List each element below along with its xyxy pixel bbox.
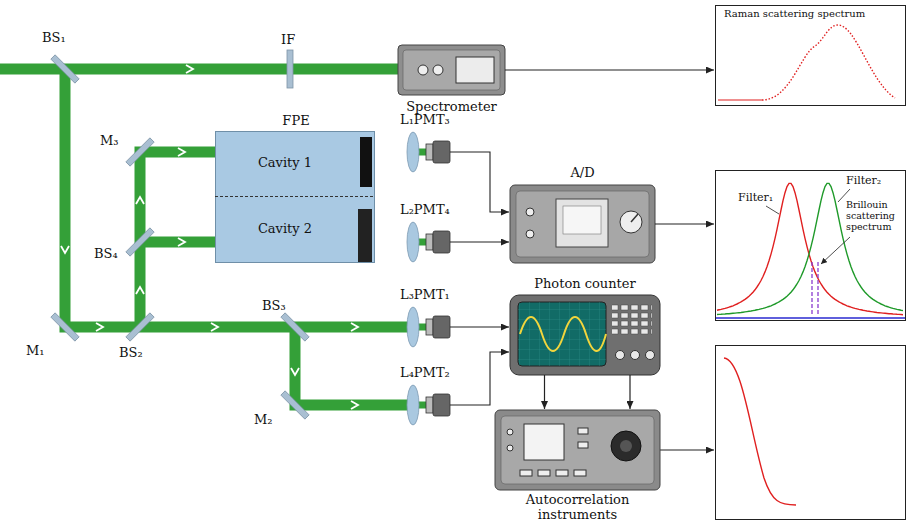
- cavity-label: Cavity 1: [215, 155, 355, 171]
- connector-line: [505, 69, 714, 70]
- spectrometer-device: Spectrometer: [398, 45, 505, 95]
- optic-label: BS₄: [94, 246, 118, 262]
- detector-label: L₂PMT₄: [400, 202, 450, 218]
- detector-label: L₃PMT₁: [400, 287, 450, 303]
- cavity-region: Cavity 2: [215, 197, 373, 263]
- device-label: Photon counter: [500, 276, 670, 292]
- optic-label: M₃: [100, 133, 119, 149]
- optic-label: M₁: [26, 343, 45, 359]
- filter-curve: [717, 183, 903, 314]
- ad-converter: A/D: [510, 185, 655, 263]
- connector-line: [655, 223, 714, 224]
- connector-line: [629, 375, 630, 409]
- signal-arrow: [545, 375, 631, 409]
- filter-curve: [717, 183, 903, 314]
- curve-label: Brillouin scattering spectrum: [846, 199, 904, 232]
- fpe-housing: FPECavity 1Cavity 2: [215, 131, 375, 263]
- plot-title: Raman scattering spectrum: [724, 8, 899, 20]
- connector-line: [544, 375, 545, 409]
- cavity-label: Cavity 2: [215, 221, 355, 237]
- optic-label: BS₂: [119, 345, 143, 361]
- detector-label: L₄PMT₂: [400, 365, 450, 381]
- spectrum-plot: Raman scattering spectrum: [715, 5, 906, 106]
- device-label: Autocorrelation instruments: [485, 492, 670, 522]
- optic-label: IF: [281, 32, 295, 48]
- autocorrelation-device: Autocorrelation instruments: [495, 410, 660, 490]
- signal-arrow: [655, 224, 714, 225]
- optic-label: BS₁: [42, 30, 66, 46]
- device-label: FPE: [216, 113, 376, 129]
- device-label: A/D: [510, 165, 655, 181]
- photon-counter: Photon counter: [510, 295, 660, 375]
- curve-label: Filter₂: [846, 174, 901, 187]
- cavity-region: Cavity 1: [215, 131, 373, 197]
- signal-arrow: [505, 70, 714, 71]
- optic-label: BS₃: [262, 298, 286, 314]
- spectrum-plot: Filter₁ Filter₂ Brillouin scattering spect…: [715, 170, 906, 321]
- detector-label: L₁PMT₃: [400, 112, 450, 128]
- curve-label: Filter₁: [738, 191, 788, 204]
- optic-label: M₂: [254, 412, 273, 428]
